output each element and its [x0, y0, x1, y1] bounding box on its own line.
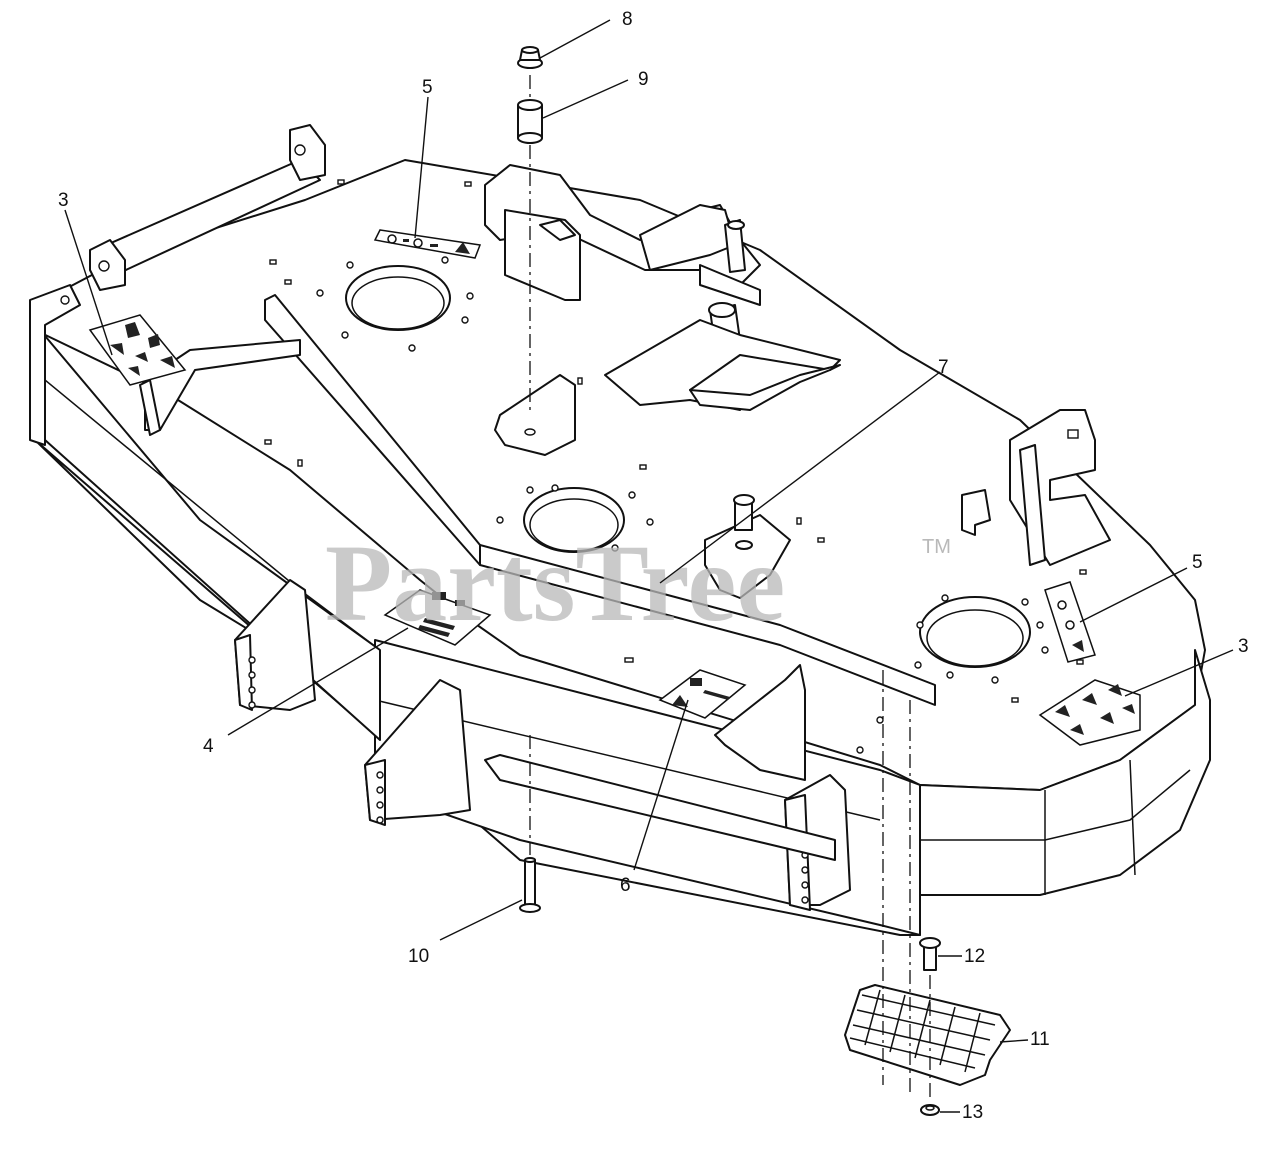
callout-11: 11: [1030, 1029, 1050, 1050]
callout-10: 10: [408, 946, 429, 967]
deck-slots: [264, 179, 1087, 703]
leader-5-top: [414, 96, 429, 239]
decal-4: [383, 589, 492, 646]
leader-10: [439, 899, 523, 941]
decal-5-top: [373, 229, 482, 259]
callout-labels: 8 9 5 3 7 5 3 4 6 10 12 11 13: [58, 9, 1249, 1123]
safety-decals: [88, 229, 1141, 746]
decal-3-right: [1038, 679, 1141, 746]
callout-8: 8: [622, 9, 633, 30]
leader-5-right: [1079, 567, 1188, 623]
leader-4: [227, 627, 409, 736]
callout-7: 7: [938, 357, 949, 378]
leader-9: [542, 79, 629, 119]
part-13-nut: [920, 1104, 940, 1116]
part-11-step-plate: [844, 984, 1011, 1086]
part-12-carriage-bolt: [919, 937, 941, 971]
right-hanger-bracket: [961, 409, 1111, 566]
mounting-holes: [316, 256, 1049, 754]
decal-3-left: [88, 314, 187, 386]
callout-12: 12: [964, 946, 985, 967]
leader-3-left: [64, 209, 113, 356]
center-spindle: [704, 494, 791, 599]
leader-11: [999, 1039, 1029, 1043]
spindle-openings: [345, 265, 1031, 668]
watermark-text: PartsTree: [325, 522, 785, 644]
leader-7: [659, 371, 941, 584]
callout-6: 6: [620, 875, 631, 896]
callout-9: 9: [638, 69, 649, 90]
partstree-watermark: PartsTree TM: [325, 522, 951, 644]
hardware-parts: [517, 46, 1011, 1116]
callout-4: 4: [203, 736, 214, 757]
leader-3-right: [1124, 649, 1234, 697]
callout-3: 3: [58, 190, 69, 211]
leader-8: [539, 19, 611, 59]
callout-13: 13: [962, 1102, 983, 1123]
callout-leaders: [64, 19, 1234, 1113]
front-gussets: [234, 579, 851, 911]
decal-6: [658, 669, 747, 719]
callout-5: 5: [422, 77, 433, 98]
decal-5-right: [1044, 581, 1096, 663]
watermark-trademark: TM: [922, 536, 951, 558]
part-8-flange-nut: [517, 46, 543, 69]
leader-6: [633, 699, 689, 871]
idler-bracket-assembly: [484, 164, 841, 456]
assembly-center-lines: [529, 75, 931, 1100]
callout-3-right: 3: [1238, 636, 1249, 657]
callout-5-right: 5: [1192, 552, 1203, 573]
part-10-carriage-bolt: [519, 857, 541, 913]
baffle-bar: [139, 294, 936, 706]
part-9-spacer: [517, 99, 543, 144]
